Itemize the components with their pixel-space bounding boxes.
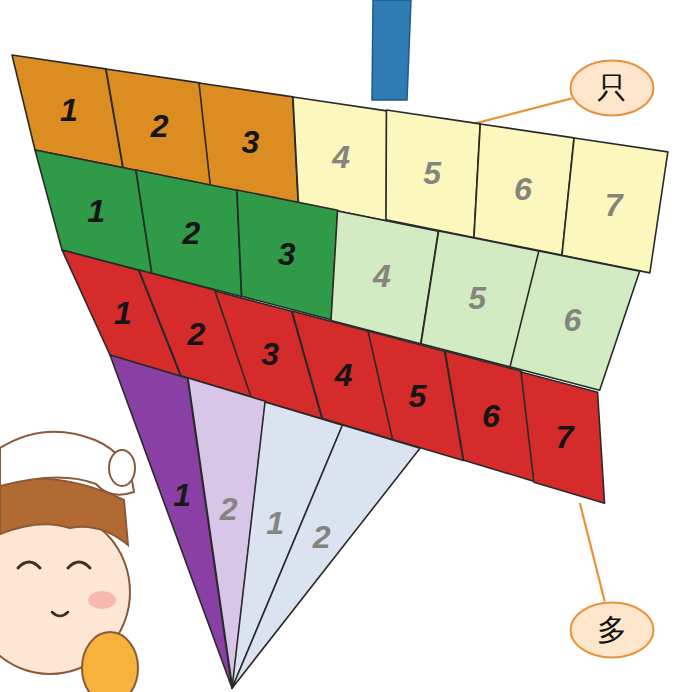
cell-number: 3	[278, 238, 296, 270]
blue-flag	[372, 0, 411, 100]
cell-number: 6	[482, 400, 500, 432]
funnel-cell: 6	[474, 124, 574, 255]
cell-number: 5	[408, 380, 426, 412]
cell-number: 1	[114, 297, 132, 329]
girl-eye	[18, 562, 40, 568]
callout-bubble: 多	[569, 601, 655, 659]
funnel-cell: 4	[331, 211, 438, 344]
cell-fill	[521, 372, 605, 503]
funnel-cell: 2	[232, 425, 420, 688]
girl-cap	[0, 432, 134, 495]
funnel-cell: 1	[35, 150, 152, 273]
cell-fill	[293, 97, 387, 221]
cell-fill	[562, 138, 668, 273]
cell-fill	[232, 402, 343, 689]
cell-fill	[331, 211, 438, 344]
cell-number: 2	[151, 110, 169, 142]
cell-fill	[386, 110, 480, 237]
girl-illustration	[0, 432, 138, 692]
cap-bow	[109, 450, 135, 486]
funnel-cell: 6	[445, 351, 534, 481]
callout-bubble: 只	[569, 59, 655, 117]
funnel-cell: 6	[510, 251, 640, 390]
girl-eye	[68, 562, 90, 568]
cell-fill	[474, 124, 574, 255]
cell-number: 1	[173, 479, 191, 511]
funnel-cell: 5	[386, 110, 480, 237]
cell-shape	[232, 425, 420, 688]
cell-number: 6	[563, 304, 581, 336]
funnel-cell: 3	[199, 83, 298, 203]
cell-number: 4	[335, 359, 353, 391]
cell-number: 5	[468, 282, 486, 314]
callout-text: 多	[597, 615, 627, 645]
cell-number: 2	[188, 318, 206, 350]
cell-number: 7	[605, 189, 623, 221]
cell-fill	[510, 251, 640, 390]
callout-leader	[580, 503, 605, 601]
girl-blush	[88, 591, 116, 609]
cell-number: 2	[220, 493, 238, 525]
cell-number: 1	[60, 94, 78, 126]
cell-number: 4	[332, 141, 350, 173]
cell-fill	[445, 351, 534, 481]
funnel-cell: 7	[562, 138, 668, 273]
cell-fill	[232, 425, 420, 688]
girl-hand	[82, 632, 138, 692]
cell-number: 4	[373, 260, 391, 292]
cell-number: 5	[423, 157, 441, 189]
cell-number: 2	[313, 521, 331, 553]
cell-number: 3	[242, 126, 260, 158]
cell-number: 6	[514, 173, 532, 205]
cell-fill	[199, 83, 298, 203]
funnel-cell: 4	[293, 97, 387, 221]
cell-number: 3	[261, 338, 279, 370]
cell-number: 2	[182, 217, 200, 249]
bubble-fill	[571, 603, 654, 658]
callout-text: 只	[597, 73, 627, 103]
girl-mouth	[52, 612, 68, 616]
cell-number: 1	[87, 195, 105, 227]
cell-number: 7	[556, 421, 574, 453]
bubble-fill	[571, 61, 654, 116]
cell-number: 1	[266, 507, 284, 539]
cell-fill	[35, 150, 152, 273]
funnel-cell: 7	[521, 372, 605, 503]
